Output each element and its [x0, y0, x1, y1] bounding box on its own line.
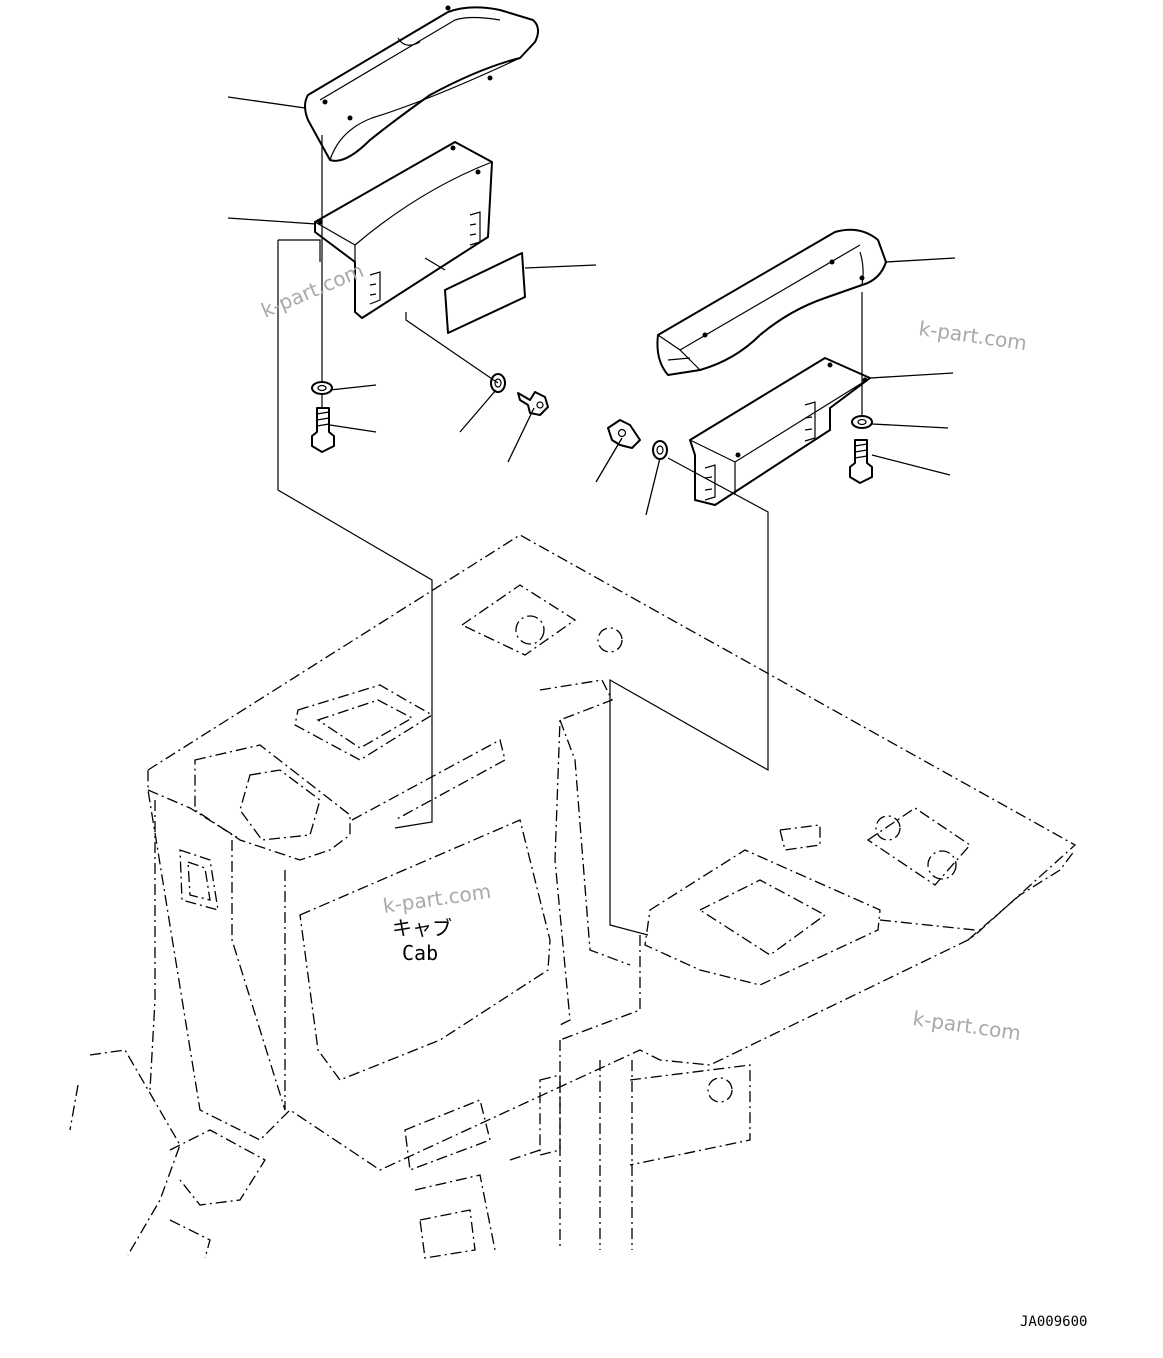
left-armrest-bracket — [314, 141, 493, 319]
right-armrest-assembly — [595, 228, 956, 936]
right-armrest-bracket — [689, 357, 871, 506]
left-armrest-assembly — [227, 5, 597, 829]
cab-label-jp: キャブ — [392, 916, 452, 940]
watermark-1: k-part.com — [258, 258, 368, 323]
cab-label-en: Cab — [402, 941, 438, 965]
label-plate — [444, 252, 526, 334]
right-armrest-pad — [656, 228, 887, 376]
washer-left — [311, 381, 333, 395]
watermark-4: k-part.com — [911, 1006, 1022, 1045]
watermark-2: k-part.com — [917, 316, 1028, 355]
bolt-left — [311, 407, 335, 453]
washer-right — [851, 415, 873, 429]
drawing-number: JA009600 — [1020, 1314, 1087, 1330]
knob-left — [517, 391, 549, 416]
left-armrest-pad — [304, 6, 539, 162]
cab-frame — [69, 534, 1077, 1259]
knob-right — [607, 419, 641, 449]
washer-knob-right — [652, 440, 668, 460]
bolt-right — [849, 439, 873, 484]
watermark-3: k-part.com — [381, 879, 492, 918]
